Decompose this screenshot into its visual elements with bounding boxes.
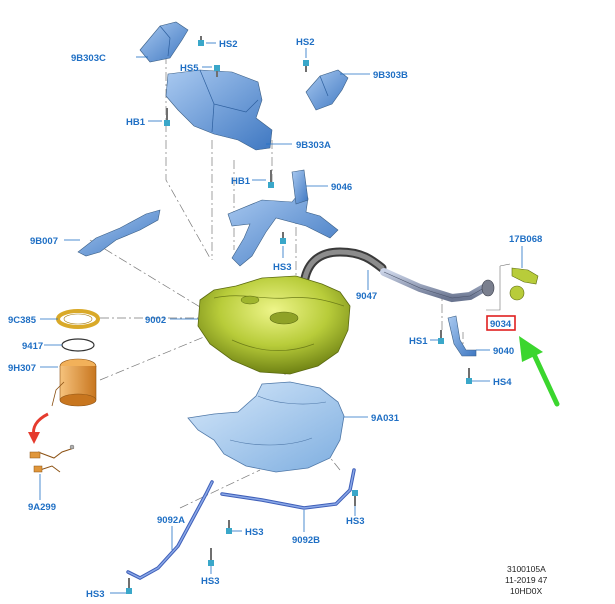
label-9046: 9046 [331,182,352,193]
label-9002: 9002 [145,315,166,326]
vent-bracket-9040 [447,315,477,357]
leader-lines [39,42,523,594]
label-9a031: 9A031 [371,413,400,424]
label-hs3-9092a-bottom: HS3 [86,589,104,600]
label-hs3-mid: HS3 [273,262,291,273]
strap-9092b [220,468,356,510]
bolt-hs1 [438,330,444,344]
bracket-9b303a [165,69,273,151]
fuel-cap-17b068 [486,263,539,311]
label-hs1: HS1 [409,336,428,347]
bolt-hb1-lower [268,170,274,188]
label-9040: 9040 [493,346,514,357]
seal-9417 [61,338,95,352]
label-hb1-lower: HB1 [231,176,251,187]
bolt-hs3-9092a-mid [208,548,214,566]
label-hs2-left: HS2 [219,39,237,50]
label-9034: 9034 [490,319,512,330]
label-hb1-upper: HB1 [126,117,146,128]
label-9092a: 9092A [157,515,185,526]
bolt-hb1-upper [164,108,170,126]
label-hs3-9092b-right: HS3 [346,516,364,527]
curved-arrow-icon [28,412,49,444]
label-9b303c: 9B303C [71,53,106,64]
label-9a299: 9A299 [28,502,56,513]
heat-shield-9a031 [187,381,345,473]
label-9h307: 9H307 [8,363,36,374]
label-9b007: 9B007 [30,236,58,247]
label-hs4: HS4 [493,377,512,388]
label-17b068: 17B068 [509,234,542,245]
label-hs2-right: HS2 [296,37,314,48]
label-9b303a: 9B303A [296,140,331,151]
label-hs3-9092b-left: HS3 [245,527,263,538]
bracket-9b007 [77,209,161,257]
bracket-9b303c [139,21,189,63]
filler-hose-9047 [299,247,387,289]
lock-ring-9c385 [56,309,100,329]
label-hs3-9092a-mid: HS3 [201,576,219,587]
fuel-pump-module-9h307 [51,358,97,407]
label-9047: 9047 [356,291,377,302]
fuel-tank-9002 [197,275,351,375]
drawing-reference: 3100105A 11-2019 47 10HD0X [505,564,548,596]
fasteners [126,36,472,594]
filler-pipe-9034 [380,268,495,303]
highlight-box-9034 [486,315,516,331]
callout-labels: 9B303C HS2 HS5 HS2 9B303B HB1 9B303A HB1… [8,37,542,600]
label-9092b: 9092B [292,535,320,546]
label-hs5: HS5 [180,63,199,74]
label-9c385: 9C385 [8,315,37,326]
bracket-9b303b [305,69,349,111]
reference-line-1: 3100105A [507,564,546,574]
reference-line-3: 10HD0X [510,586,542,596]
bolt-hs4 [466,368,472,384]
label-9b303b: 9B303B [373,70,408,81]
sender-unit-9a299 [29,444,75,473]
bolt-hs3-mid [280,232,286,244]
bolt-hs5 [214,65,220,77]
strap-9092a [126,480,214,580]
reference-line-2: 11-2019 47 [505,575,548,585]
bolt-hs3-9092b-left [226,520,232,534]
bolt-hs3-9092a-bottom [126,578,132,594]
bolt-hs2-right [303,60,309,72]
bolt-hs3-9092b-right [352,490,358,506]
bracket-9046 [227,169,339,267]
green-pointer-arrow-icon [519,336,560,407]
label-9417: 9417 [22,341,43,352]
bolt-hs2-left [198,36,204,46]
